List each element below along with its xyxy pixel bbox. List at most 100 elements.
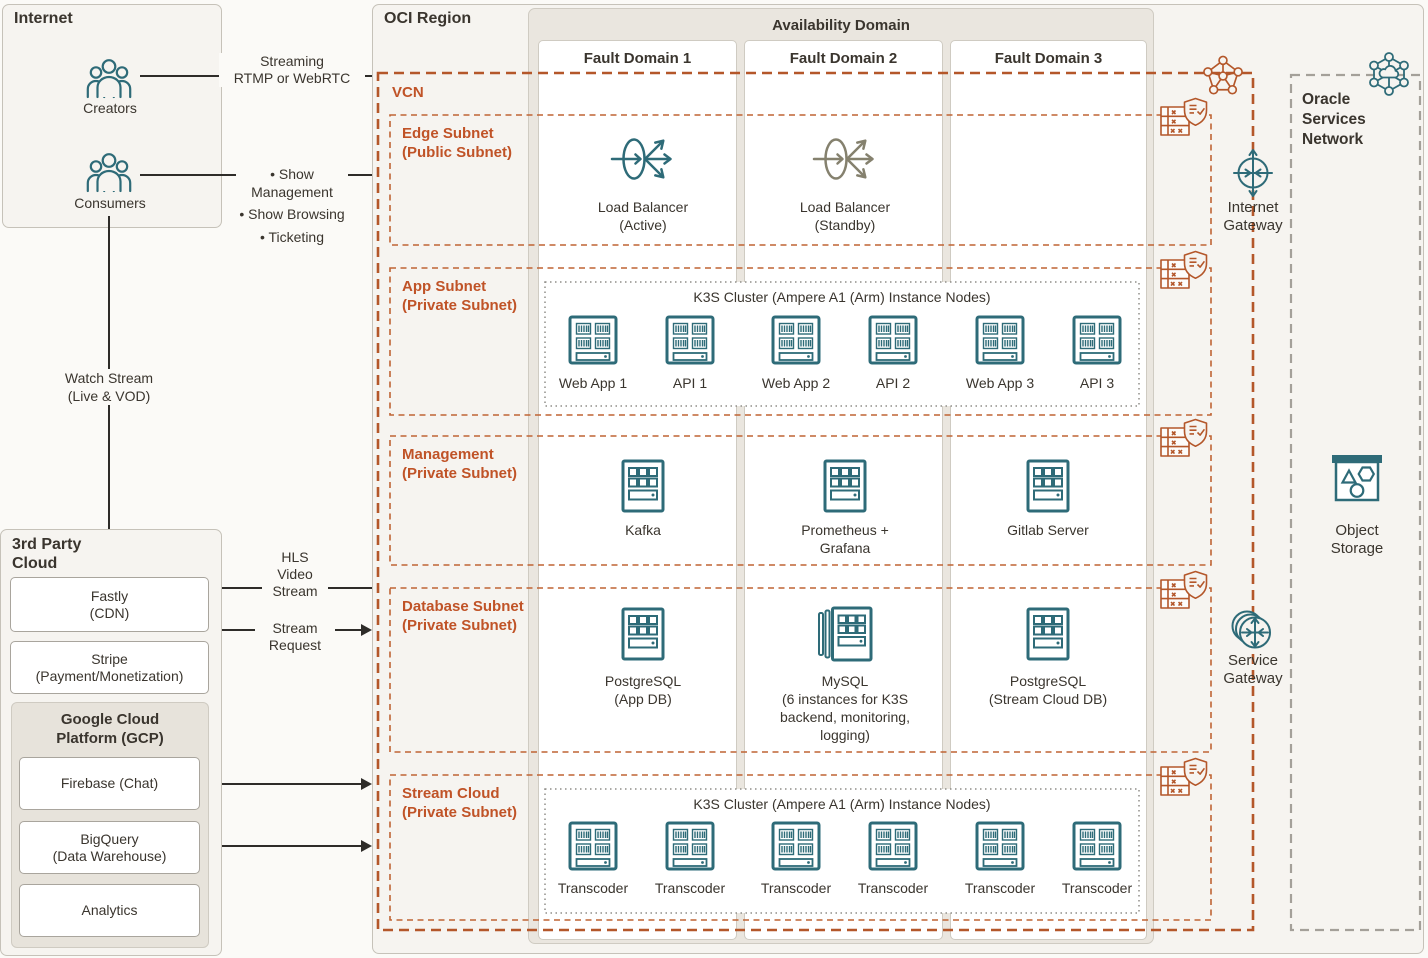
vcn-icon [1201,53,1245,99]
transcoder-label: Transcoder [1061,880,1133,896]
analytics-box: Analytics [19,884,200,937]
load-balancer-standby-icon [810,130,880,188]
fastly-box: Fastly (CDN) [10,577,209,632]
internet-gateway-label: Internet Gateway [1223,199,1283,234]
fault-domain-3-title: Fault Domain 3 [994,50,1103,67]
bullet-item: • Show Browsing [239,206,345,222]
stream-cluster-box [544,788,1140,914]
management-subnet-label: Management (Private Subnet) [402,446,518,482]
gcp-title: Google Cloud Platform (GCP) [56,711,164,747]
server-icon [1071,820,1123,872]
app-node-label: Web App 2 [761,375,831,391]
app-node-label: Web App 1 [558,375,628,391]
transcoder-label: Transcoder [964,880,1036,896]
server-icon [664,820,716,872]
route-table-security-list-icon [1159,569,1209,615]
load-balancer-active-icon [608,130,678,188]
server-icon [867,820,919,872]
load-balancer-standby-label: Load Balancer (Standby) [799,199,891,233]
firebase-line [200,783,362,785]
app-node-label: Web App 3 [965,375,1035,391]
route-table-security-list-icon [1159,96,1209,142]
transcoder-label: Transcoder [557,880,629,896]
third-party-cloud-title: 3rd Party Cloud [12,536,82,572]
server-icon [974,820,1026,872]
route-table-security-list-icon [1159,756,1209,802]
object-storage-label: Object Storage [1330,522,1384,557]
app-node-label: API 3 [1079,375,1115,391]
mysql-label: MySQL (6 instances for K3S backend, moni… [780,673,910,743]
postgresql-stream-db-label: PostgreSQL (Stream Cloud DB) [988,673,1108,707]
streaming-label: Streaming RTMP or WebRTC [219,53,365,87]
server-icon [1071,314,1123,366]
app-node-label: API 2 [875,375,911,391]
load-balancer-active-label: Load Balancer (Active) [597,199,689,233]
postgresql-stream-db-icon [1025,606,1071,662]
osn-border [1289,73,1422,932]
service-gateway-icon [1224,606,1282,658]
fault-domain-1-title: Fault Domain 1 [583,50,692,67]
consumers-label: Consumers [74,195,146,211]
server-icon [770,820,822,872]
availability-domain-title: Availability Domain [772,17,910,34]
kafka-icon [620,458,666,514]
app-subnet-border [389,267,1212,416]
consumer-actions-list: • Show Management • Show Browsing • Tick… [236,166,348,251]
osn-title: Oracle Services Network [1302,91,1366,148]
firebase-arrowhead [361,778,372,790]
bigquery-box: BigQuery (Data Warehouse) [19,821,200,874]
stream-subnet-border [389,774,1212,921]
route-table-security-list-icon [1159,417,1209,463]
route-table-security-list-icon [1159,249,1209,295]
prometheus-grafana-label: Prometheus + Grafana [801,522,889,556]
fault-domain-2-title: Fault Domain 2 [789,50,898,67]
server-icon [567,314,619,366]
postgresql-app-db-icon [620,606,666,662]
hls-label: HLS Video Stream [262,549,328,600]
server-icon [867,314,919,366]
vcn-label: VCN [392,84,424,101]
mysql-icon [816,605,874,663]
stream-request-label: Stream Request [255,620,335,654]
watch-stream-label: Watch Stream (Live & VOD) [29,369,189,405]
firebase-box: Firebase (Chat) [19,757,200,810]
internet-title: Internet [14,10,73,27]
bigquery-arrowhead [361,840,372,852]
gitlab-server-icon [1025,458,1071,514]
server-icon [567,820,619,872]
stream-cluster-title: K3S Cluster (Ampere A1 (Arm) Instance No… [693,796,991,812]
server-icon [664,314,716,366]
bullet-item: • Ticketing [259,228,325,245]
app-subnet-label: App Subnet (Private Subnet) [402,278,518,314]
internet-gateway-icon [1227,147,1279,199]
service-gateway-label: Service Gateway [1223,652,1283,687]
database-subnet-border [389,587,1212,753]
transcoder-label: Transcoder [857,880,929,896]
server-icon [974,314,1026,366]
stream-subnet-label: Stream Cloud (Private Subnet) [402,785,518,821]
kafka-label: Kafka [625,522,661,538]
management-subnet-border [389,435,1212,566]
oci-region-title: OCI Region [384,10,472,27]
creators-label: Creators [83,100,137,116]
edge-subnet-label: Edge Subnet (Public Subnet) [402,125,512,161]
bigquery-line [200,845,362,847]
server-icon [770,314,822,366]
object-storage-icon [1328,452,1386,514]
edge-subnet-border [389,114,1212,246]
vcn-border [376,71,1255,932]
database-subnet-label: Database Subnet (Private Subnet) [402,598,524,634]
transcoder-label: Transcoder [760,880,832,896]
prometheus-grafana-icon [822,458,868,514]
oracle-services-network-icon [1365,50,1413,98]
app-cluster-box [544,281,1140,407]
app-node-label: API 1 [672,375,708,391]
transcoder-label: Transcoder [654,880,726,896]
gitlab-server-label: Gitlab Server [1007,522,1089,538]
bullet-item: • Show Management [251,166,333,200]
stream-request-arrowhead [361,624,372,636]
postgresql-app-db-label: PostgreSQL (App DB) [604,673,682,707]
app-cluster-title: K3S Cluster (Ampere A1 (Arm) Instance No… [693,289,991,305]
